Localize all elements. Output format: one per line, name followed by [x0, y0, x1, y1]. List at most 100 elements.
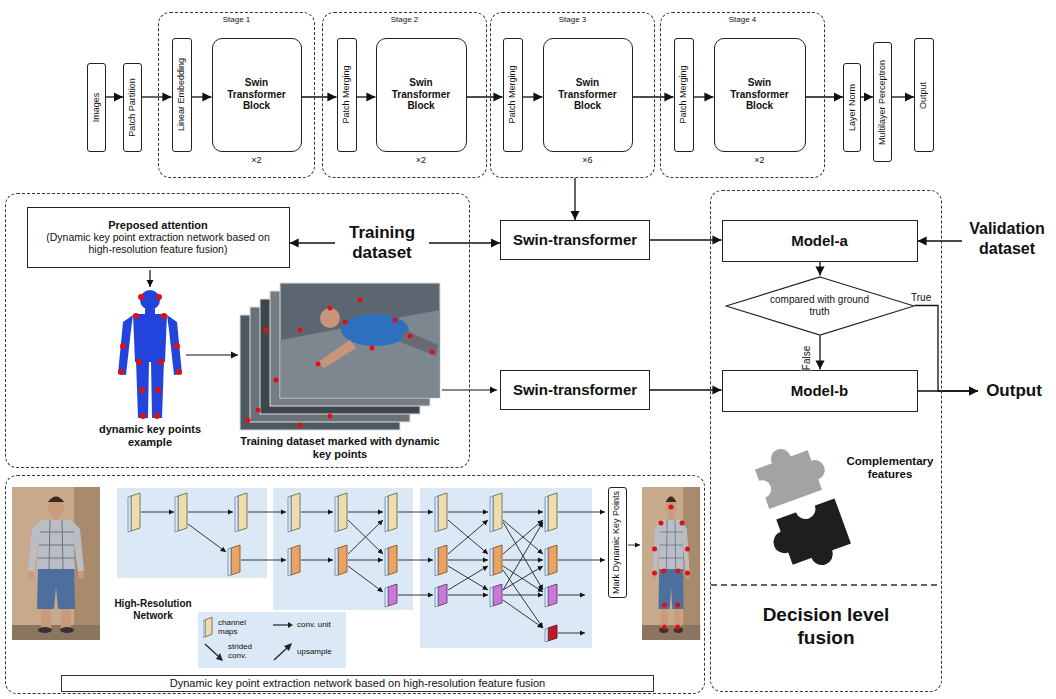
image-stack — [298, 328, 303, 333]
keypoint-figure — [174, 343, 180, 349]
hrnet-connections — [248, 512, 286, 513]
legend-sample — [216, 653, 223, 661]
hrnet-connections — [348, 520, 383, 554]
connector-arrow — [918, 390, 979, 391]
block-label: Swin Transformer Block — [556, 77, 620, 112]
hrnet-connections — [301, 512, 333, 513]
keypoint-figure — [133, 314, 167, 362]
channel-maps — [545, 493, 557, 532]
hrnet-connections — [348, 566, 383, 592]
box-label: (Dynamic key point extraction network ba… — [34, 231, 283, 255]
hrnet-connections — [558, 595, 585, 596]
repeat-count: ×2 — [754, 155, 764, 165]
box-label: Preposed attention — [108, 219, 208, 232]
channel-maps — [335, 545, 347, 576]
legend-item: upsample — [272, 642, 343, 662]
hrnet-connections — [503, 522, 543, 590]
swin-block: Swin Transformer Block ×2 — [376, 38, 467, 165]
hrnet-connections — [503, 520, 543, 554]
channel-maps — [385, 545, 397, 576]
image-stack — [246, 418, 251, 423]
box-label: Swin-transformer — [513, 231, 637, 248]
legend-text: conv. unit — [297, 621, 337, 630]
image-stack — [298, 423, 303, 428]
block-label: Swin Transformer Block — [389, 77, 454, 112]
image-stack — [393, 318, 398, 323]
image-stack — [264, 328, 269, 333]
swin-block: Swin Transformer Block×6 — [543, 38, 633, 165]
hrnet-connections — [301, 560, 333, 561]
group-heading: Dynamic key point extraction network bas… — [61, 675, 654, 692]
keypoint-figure — [161, 313, 167, 319]
keypoint-figure — [176, 369, 182, 375]
keypoint-figure — [167, 315, 182, 375]
box-label: Patch Partition — [128, 78, 137, 137]
hrnet-connections — [188, 524, 226, 552]
keypoint-figure — [136, 359, 142, 365]
edge-label-text: False — [801, 346, 812, 370]
channel-maps — [435, 545, 447, 576]
person-photo — [652, 505, 690, 630]
flow-arrows — [149, 270, 150, 287]
legend-sample — [274, 648, 287, 660]
layer-norm-box: Layer Norm — [843, 63, 861, 152]
channel-maps — [545, 545, 557, 576]
repeat-count: ×2 — [416, 155, 426, 165]
linear-embedding-box: Linear Embedding — [172, 38, 192, 152]
repeat-count: ×2 — [251, 155, 261, 165]
model-box: Model-b — [722, 370, 918, 412]
person-photo — [659, 521, 664, 526]
puzzle-pieces — [770, 528, 798, 556]
hrnet-connections — [503, 520, 543, 554]
legend-text: upsample — [297, 648, 343, 657]
hrnet-connections — [348, 512, 383, 513]
keypoint-figure — [118, 294, 182, 419]
annotation: dynamic key points example — [88, 423, 212, 448]
box-label: Output — [986, 381, 1042, 401]
connector-arrow — [892, 96, 914, 97]
fusion-region: Decision level fusionModel-acompared wit… — [710, 190, 942, 692]
flow-arrows — [186, 354, 238, 355]
keypoint-figure — [140, 290, 160, 310]
hrnet-connections — [558, 512, 605, 513]
hrnet-connections — [141, 512, 174, 513]
connector-arrow — [861, 96, 873, 97]
person-photo — [669, 505, 674, 510]
training-region: Training datasetPreposed attention(Dynam… — [5, 193, 470, 468]
person-photo — [662, 625, 667, 630]
diamond-outline — [726, 277, 914, 335]
channel-maps — [335, 493, 347, 532]
person-photo — [676, 569, 681, 574]
image-stack — [281, 310, 440, 398]
channel-maps — [385, 584, 397, 607]
swin-block: Swin Transformer Block×2 — [714, 38, 806, 165]
decision-label: compared with ground truth — [765, 294, 875, 318]
hrnet-connections — [448, 520, 488, 554]
connector-arrow — [106, 96, 123, 97]
image-stack — [240, 283, 440, 430]
annotation: High-Resolution Network — [110, 598, 196, 621]
box-label: Layer Norm — [848, 84, 857, 131]
channel-maps — [128, 493, 557, 642]
keypoint-figure — [139, 387, 145, 393]
person-photo — [680, 521, 685, 526]
legend-sample — [203, 642, 225, 662]
swin-block-box: Swin Transformer Block — [543, 38, 633, 152]
legend-sample — [205, 617, 212, 637]
connector-arrow — [574, 178, 575, 220]
region-divider — [711, 584, 941, 586]
swin-block-box: Swin Transformer Block — [376, 38, 467, 152]
patch-merging-box: Patch Merging — [337, 38, 357, 152]
keypoint-figure — [120, 343, 126, 349]
keypoint-figure — [158, 359, 164, 365]
annotation: Training dataset marked with dynamic key… — [232, 435, 448, 460]
image-stack — [343, 320, 348, 325]
connector-arrow — [302, 96, 337, 97]
box-label: Swin-transformer — [513, 381, 637, 398]
person-photo — [675, 625, 680, 630]
hrnet-panels — [198, 612, 346, 668]
legend-sample — [205, 644, 218, 656]
output-box: Output — [914, 38, 934, 152]
hrnet-connections — [503, 595, 543, 596]
